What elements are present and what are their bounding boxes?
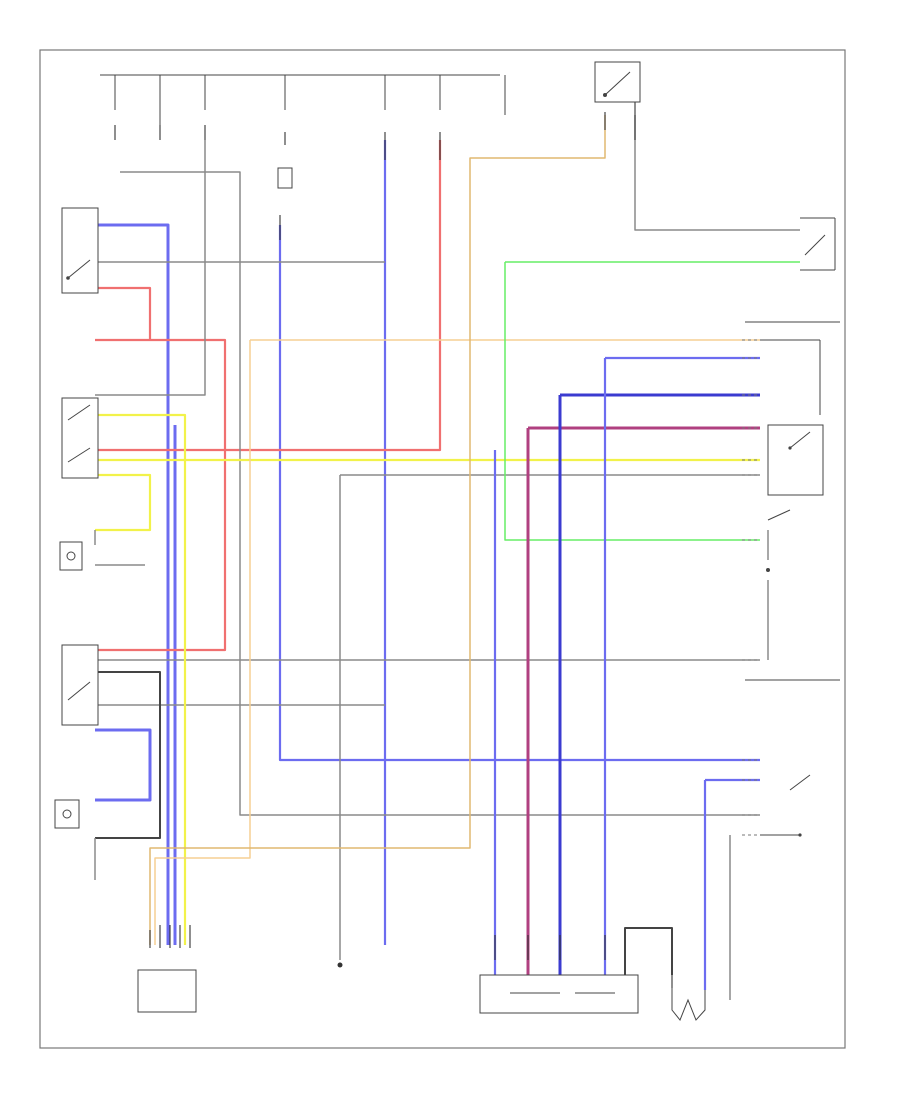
left-motor — [54, 799, 80, 829]
right-connector-dashes — [742, 339, 760, 836]
wire-14 — [634, 115, 800, 231]
bottom-center-connector — [479, 935, 639, 1014]
wire-5 — [95, 338, 227, 652]
wire-19 — [154, 340, 251, 945]
bottom-thermistor — [671, 975, 706, 1021]
wire-layer — [88, 115, 800, 1000]
right-switch-top — [800, 217, 836, 271]
wire-33 — [95, 671, 161, 839]
wire-4 — [95, 286, 152, 340]
right-switch-block — [760, 339, 824, 496]
wire-8 — [95, 140, 206, 396]
right-pressure-switch — [766, 509, 791, 572]
top-fuse-row — [100, 74, 506, 140]
wire-15 — [95, 413, 187, 945]
wire-32 — [95, 728, 152, 802]
bottom-left-connector — [137, 925, 197, 1013]
wire-16 — [95, 473, 152, 532]
top-right-switch — [594, 61, 641, 103]
wire-22 — [504, 262, 760, 541]
right-bottom-switch — [760, 774, 811, 837]
left-relay-2 — [61, 397, 99, 479]
ground-point — [337, 962, 343, 968]
wire-6 — [95, 140, 442, 452]
diagram-frame — [39, 49, 846, 1049]
wire-20 — [149, 115, 606, 945]
left-relay-3 — [61, 644, 99, 726]
left-relay-1 — [61, 207, 99, 294]
resistor-component — [277, 167, 293, 240]
wire-34 — [624, 927, 673, 975]
wire-9 — [120, 171, 760, 816]
wire-2 — [278, 225, 760, 762]
left-lamp — [59, 541, 83, 571]
right-dividers — [745, 321, 840, 681]
top-connector-marks — [114, 95, 636, 160]
